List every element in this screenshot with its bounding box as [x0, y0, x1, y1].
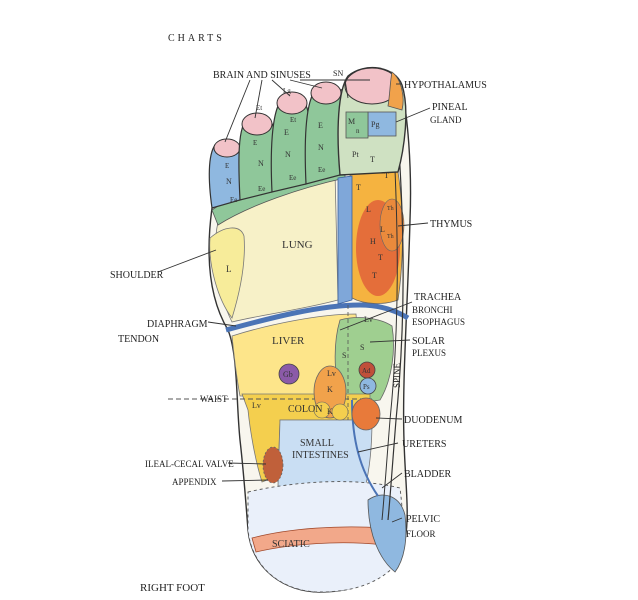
zone-n-3: N — [285, 150, 291, 159]
spine-strip — [337, 175, 353, 305]
zone-lg: Lg — [283, 87, 291, 95]
zone-intestines: INTESTINES — [292, 450, 349, 461]
zone-gb: Gb — [283, 370, 293, 379]
label-sn: SN — [333, 69, 343, 78]
zone-s-2: S — [360, 343, 364, 352]
label-pineal: PINEAL — [432, 102, 468, 113]
label-trachea: TRACHEA — [414, 292, 462, 303]
zone-ps: Ps — [363, 383, 370, 391]
zone-k-1: K — [327, 385, 333, 394]
shoulder-zone — [209, 227, 245, 319]
label-spine: SPINE — [392, 362, 402, 388]
zone-n-4: N — [318, 143, 324, 152]
zone-ee-1: Ee — [230, 196, 237, 204]
leader-lines — [157, 79, 431, 523]
label-ureters: URETERS — [402, 439, 446, 450]
zone-n-1: N — [226, 177, 232, 186]
zone-lv-1: Lv — [327, 369, 336, 378]
zone-k-2: K — [327, 407, 333, 416]
zone-l-2: L — [380, 225, 385, 234]
zone-e-2: E — [253, 139, 257, 147]
zone-th-1: Th — [387, 206, 394, 212]
zone-e-1: E — [225, 162, 229, 170]
outer-labels: BRAIN AND SINUSES SN HYPOTHALAMUS PINEAL… — [110, 69, 487, 594]
zone-shoulder-l: L — [226, 264, 232, 274]
label-ileal-cecal: ILEAL-CECAL VALVE — [145, 459, 234, 469]
hypothalamus-zone — [387, 71, 404, 111]
zone-small: SMALL — [300, 438, 334, 449]
duodenum-zone — [351, 397, 381, 431]
toe-4-tip — [241, 112, 273, 136]
zone-ee-4: Ee — [318, 166, 325, 174]
colon-blob-2 — [331, 403, 349, 421]
appendix-zone — [262, 446, 284, 484]
zone-colon: COLON — [288, 404, 322, 415]
colon-blob-1 — [313, 401, 331, 419]
label-diaphragm: DIAPHRAGM — [147, 319, 208, 330]
zone-n-2: N — [258, 159, 264, 168]
label-solar: SOLAR — [412, 336, 445, 347]
zone-pg: Pg — [371, 120, 379, 129]
midbrain-zone — [345, 111, 369, 139]
foot — [168, 67, 412, 593]
label-gland: GLAND — [430, 115, 462, 125]
zone-lung: LUNG — [282, 239, 313, 251]
zone-et-2: Et — [290, 116, 296, 124]
label-thymus: THYMUS — [430, 219, 472, 230]
zone-labels: LUNG L LIVER Gb Lv K K Lv S S Ad Ps COLO… — [225, 87, 394, 550]
zone-m: M — [348, 117, 355, 126]
toe-5-tip — [213, 138, 241, 158]
label-shoulder: SHOULDER — [110, 270, 164, 281]
toe-2-tip — [310, 81, 342, 105]
label-hypothalamus: HYPOTHALAMUS — [404, 80, 487, 91]
zone-s-1: S — [342, 351, 346, 360]
zone-e-3: E — [284, 128, 289, 137]
label-waist: WAIST — [200, 394, 228, 404]
spine-line-inner — [381, 147, 398, 521]
label-pelvic: PELVIC — [406, 514, 440, 525]
zone-t-2: T — [384, 171, 389, 180]
zone-et-1: Et — [256, 104, 262, 112]
label-plexus: PLEXUS — [412, 348, 446, 358]
label-floor: FLOOR — [406, 529, 436, 539]
zone-sciatic: SCIATIC — [272, 539, 310, 550]
label-brain-sinuses: BRAIN AND SINUSES — [213, 70, 311, 81]
pancreas-zone — [359, 377, 377, 395]
zone-pt: Pt — [352, 150, 359, 159]
zone-ee-2: Ee — [258, 185, 265, 193]
zone-t-1: T — [370, 155, 375, 164]
label-duodenum: DUODENUM — [404, 415, 462, 426]
zone-h: H — [370, 237, 376, 246]
spine-line — [387, 149, 404, 521]
zone-e-4: E — [318, 121, 323, 130]
zone-liver: LIVER — [272, 335, 305, 347]
zone-t-5: T — [372, 271, 377, 280]
label-bronchi: BRONCHI — [412, 305, 453, 315]
chart-header: CHARTS — [168, 33, 225, 44]
label-esophagus: ESOPHAGUS — [412, 317, 465, 327]
zone-th-2: Th — [387, 234, 394, 240]
zone-l-1: L — [366, 205, 371, 214]
zone-ad: Ad — [362, 367, 371, 375]
diaphragm-line — [225, 302, 410, 333]
label-appendix: APPENDIX — [172, 477, 217, 487]
zone-t-4: T — [378, 253, 383, 262]
zone-lv-3: Lv — [252, 401, 261, 410]
caption-right-foot: RIGHT FOOT — [140, 582, 205, 594]
zone-lv-2: Lv — [364, 315, 373, 324]
pelvic-floor-zone — [367, 494, 407, 573]
label-tendon: TENDON — [118, 334, 159, 345]
gallbladder-zone — [278, 363, 300, 385]
zone-ee-3: Ee — [289, 174, 296, 182]
zone-t-3: T — [356, 183, 361, 192]
zone-n-small: n — [356, 127, 360, 135]
label-bladder: BLADDER — [404, 469, 452, 480]
toe-3-tip — [276, 91, 308, 115]
solar-plexus-zone — [334, 317, 394, 402]
